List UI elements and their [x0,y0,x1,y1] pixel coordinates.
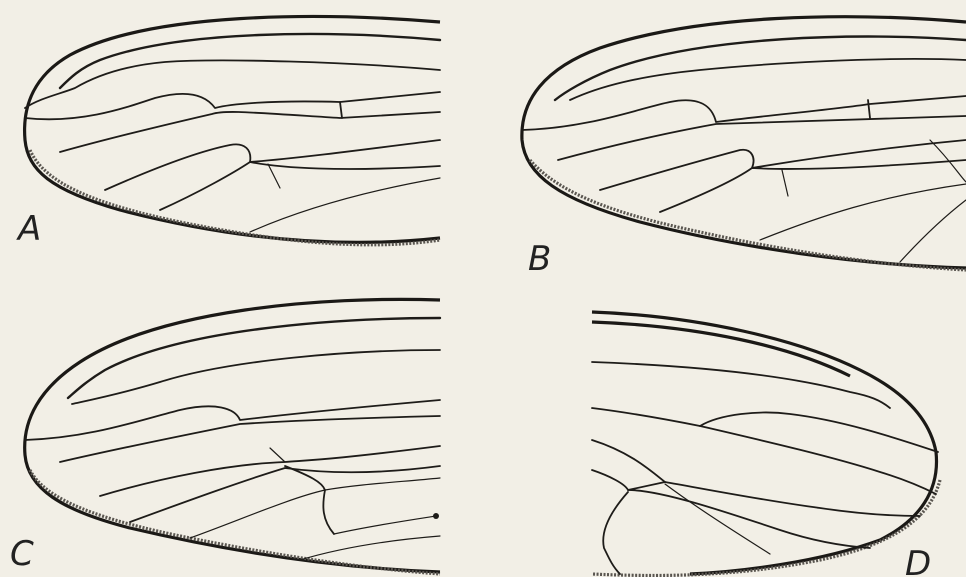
wing-b-cubitus [760,184,966,240]
wing-a-radius [25,60,440,108]
wing-b [522,17,966,270]
wing-c-radius [72,350,440,404]
wing-c-subcosta [68,318,440,398]
panel-b: B [522,17,966,279]
panel-a: A [16,17,440,249]
wing-d-cross-vein [628,482,665,490]
wing-d [592,312,940,575]
wing-a-cell-lower [60,112,440,152]
wing-a-costal-margin [25,17,440,243]
wing-c-cell-upper [25,400,440,440]
wing-d-costal-margin [592,312,937,574]
wing-d-hind-margin-fringe [592,480,940,575]
wing-b-cell-upper [522,96,966,130]
wing-c [25,299,440,574]
wing-b-cell-lower [558,116,966,160]
wing-c-apical-vein [300,536,440,560]
wing-b-cross-vein [868,100,870,118]
wing-b-hind-margin-fringe [530,160,966,270]
wing-d-anal-vein [665,484,770,554]
wing-c-spur [270,448,285,462]
wing-b-media-lower [660,160,966,212]
panel-label-a: A [16,209,41,249]
wing-c-media-lower [130,466,440,522]
wing-c-cell-lower [60,416,440,462]
wing-b-media [600,140,966,190]
wing-c-hind-margin-fringe [30,470,440,574]
wing-b-anal-vein [900,140,966,262]
wing-d-cell-lower [700,426,936,494]
wing-d-radius [592,408,938,452]
wing-c-vein-end-dot [433,513,439,519]
wing-b-spur [782,170,788,196]
wing-b-radius [570,59,966,100]
panel-d: D [592,312,940,577]
wing-d-cubitus [603,492,628,574]
panel-label-b: B [528,239,551,279]
wing-b-costal-margin [522,17,966,268]
wing-d-media [592,440,920,516]
wing-a-cross-vein [340,102,342,118]
wing-b-subcosta [555,36,966,100]
panel-label-d: D [905,544,931,577]
wing-a [25,17,440,245]
wing-a-spur [268,164,280,188]
wing-d-subcosta [592,362,890,408]
wing-a-hind-margin-fringe [30,150,440,245]
panel-c: C [10,299,440,574]
wing-c-costal-margin [25,299,440,572]
panel-label-c: C [10,534,34,574]
wing-c-anal-vein [334,516,436,534]
